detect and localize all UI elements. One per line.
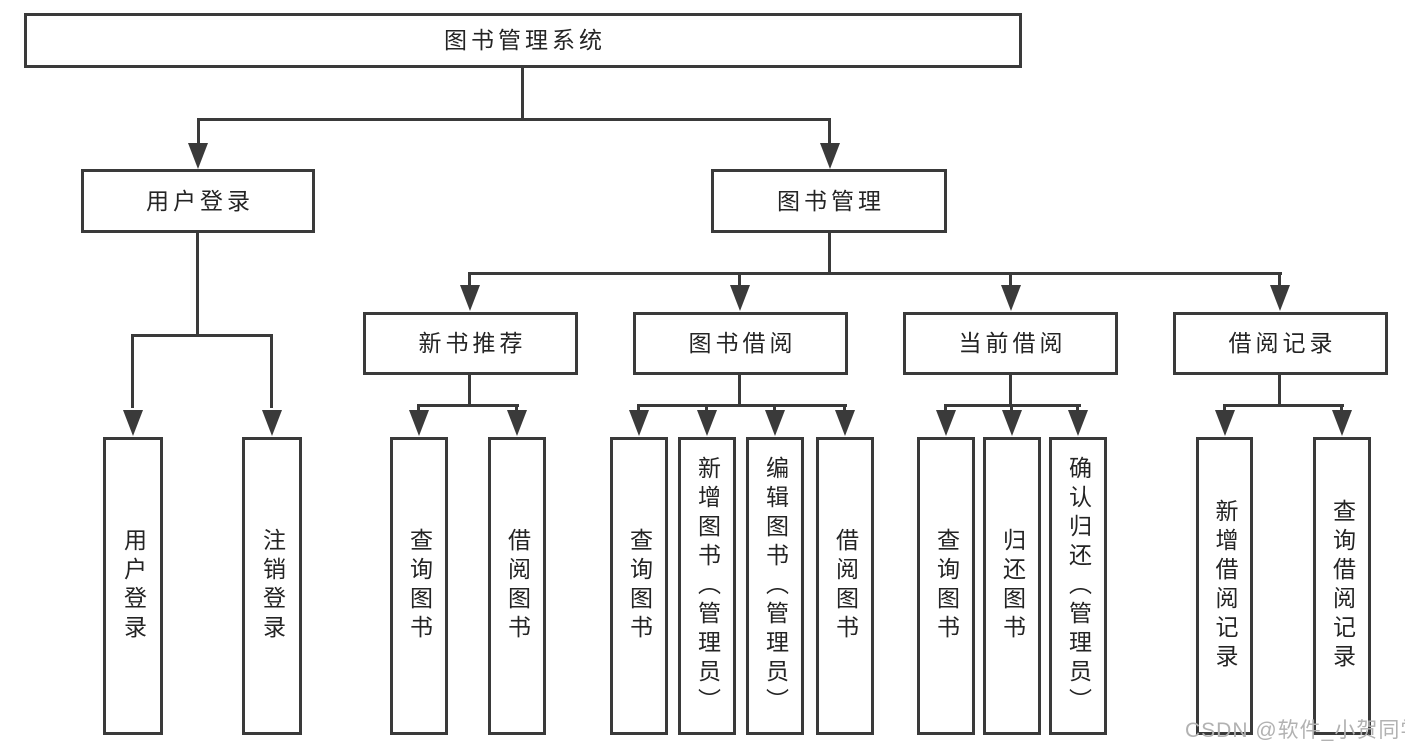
node-leaf-query-book-recommend: 查询图书 bbox=[390, 437, 448, 735]
arrowhead-icon bbox=[1270, 285, 1290, 311]
connector-segment bbox=[270, 334, 273, 408]
connector-segment bbox=[131, 334, 134, 408]
node-module-book-management: 图书管理 bbox=[711, 169, 947, 233]
connector-segment bbox=[468, 272, 1282, 275]
connector-segment bbox=[738, 272, 741, 288]
node-system-root: 图书管理系统 bbox=[24, 13, 1022, 68]
arrowhead-icon bbox=[123, 410, 143, 436]
node-leaf-borrow-book-recommend: 借阅图书 bbox=[488, 437, 546, 735]
node-leaf-query-book-borrow: 查询图书 bbox=[610, 437, 668, 735]
node-leaf-user-login: 用户登录 bbox=[103, 437, 163, 735]
arrowhead-icon bbox=[262, 410, 282, 436]
arrowhead-icon bbox=[730, 285, 750, 311]
connector-segment bbox=[738, 375, 741, 406]
connector-segment bbox=[828, 118, 831, 146]
arrowhead-icon bbox=[765, 410, 785, 436]
connector-segment bbox=[1223, 404, 1344, 407]
connector-segment bbox=[1278, 375, 1281, 406]
arrowhead-icon bbox=[409, 410, 429, 436]
node-leaf-logout: 注销登录 bbox=[242, 437, 302, 735]
node-leaf-confirm-return-admin: 确认归还（管理员） bbox=[1049, 437, 1107, 735]
node-module-new-book-recommend: 新书推荐 bbox=[363, 312, 578, 375]
arrowhead-icon bbox=[1068, 410, 1088, 436]
connector-segment bbox=[197, 118, 831, 121]
connector-segment bbox=[417, 404, 519, 407]
connector-segment bbox=[1278, 272, 1281, 288]
connector-segment bbox=[521, 68, 524, 120]
connector-segment bbox=[196, 233, 199, 335]
arrowhead-icon bbox=[1002, 410, 1022, 436]
arrowhead-icon bbox=[1215, 410, 1235, 436]
connector-segment bbox=[828, 233, 831, 274]
connector-segment bbox=[637, 404, 847, 407]
arrowhead-icon bbox=[188, 143, 208, 169]
arrowhead-icon bbox=[629, 410, 649, 436]
arrowhead-icon bbox=[820, 143, 840, 169]
connector-segment bbox=[131, 334, 273, 337]
node-leaf-query-borrow-record: 查询借阅记录 bbox=[1313, 437, 1371, 735]
connector-segment bbox=[1009, 375, 1012, 406]
node-module-borrow-records: 借阅记录 bbox=[1173, 312, 1388, 375]
arrowhead-icon bbox=[835, 410, 855, 436]
node-leaf-add-book-admin: 新增图书（管理员） bbox=[678, 437, 736, 735]
node-leaf-return-book: 归还图书 bbox=[983, 437, 1041, 735]
node-leaf-query-book-current: 查询图书 bbox=[917, 437, 975, 735]
node-leaf-edit-book-admin: 编辑图书（管理员） bbox=[746, 437, 804, 735]
arrowhead-icon bbox=[507, 410, 527, 436]
node-module-book-borrow: 图书借阅 bbox=[633, 312, 848, 375]
connector-segment bbox=[468, 272, 471, 288]
arrowhead-icon bbox=[1332, 410, 1352, 436]
arrowhead-icon bbox=[460, 285, 480, 311]
node-module-user-login: 用户登录 bbox=[81, 169, 315, 233]
node-leaf-borrow-book: 借阅图书 bbox=[816, 437, 874, 735]
arrowhead-icon bbox=[1001, 285, 1021, 311]
connector-segment bbox=[468, 375, 471, 406]
arrowhead-icon bbox=[697, 410, 717, 436]
arrowhead-icon bbox=[936, 410, 956, 436]
node-module-current-borrow: 当前借阅 bbox=[903, 312, 1118, 375]
node-leaf-add-borrow-record: 新增借阅记录 bbox=[1196, 437, 1253, 735]
connector-segment bbox=[197, 118, 200, 146]
watermark-text: CSDN @软件_小贺同学 bbox=[1185, 719, 1405, 742]
connector-segment bbox=[1009, 272, 1012, 288]
